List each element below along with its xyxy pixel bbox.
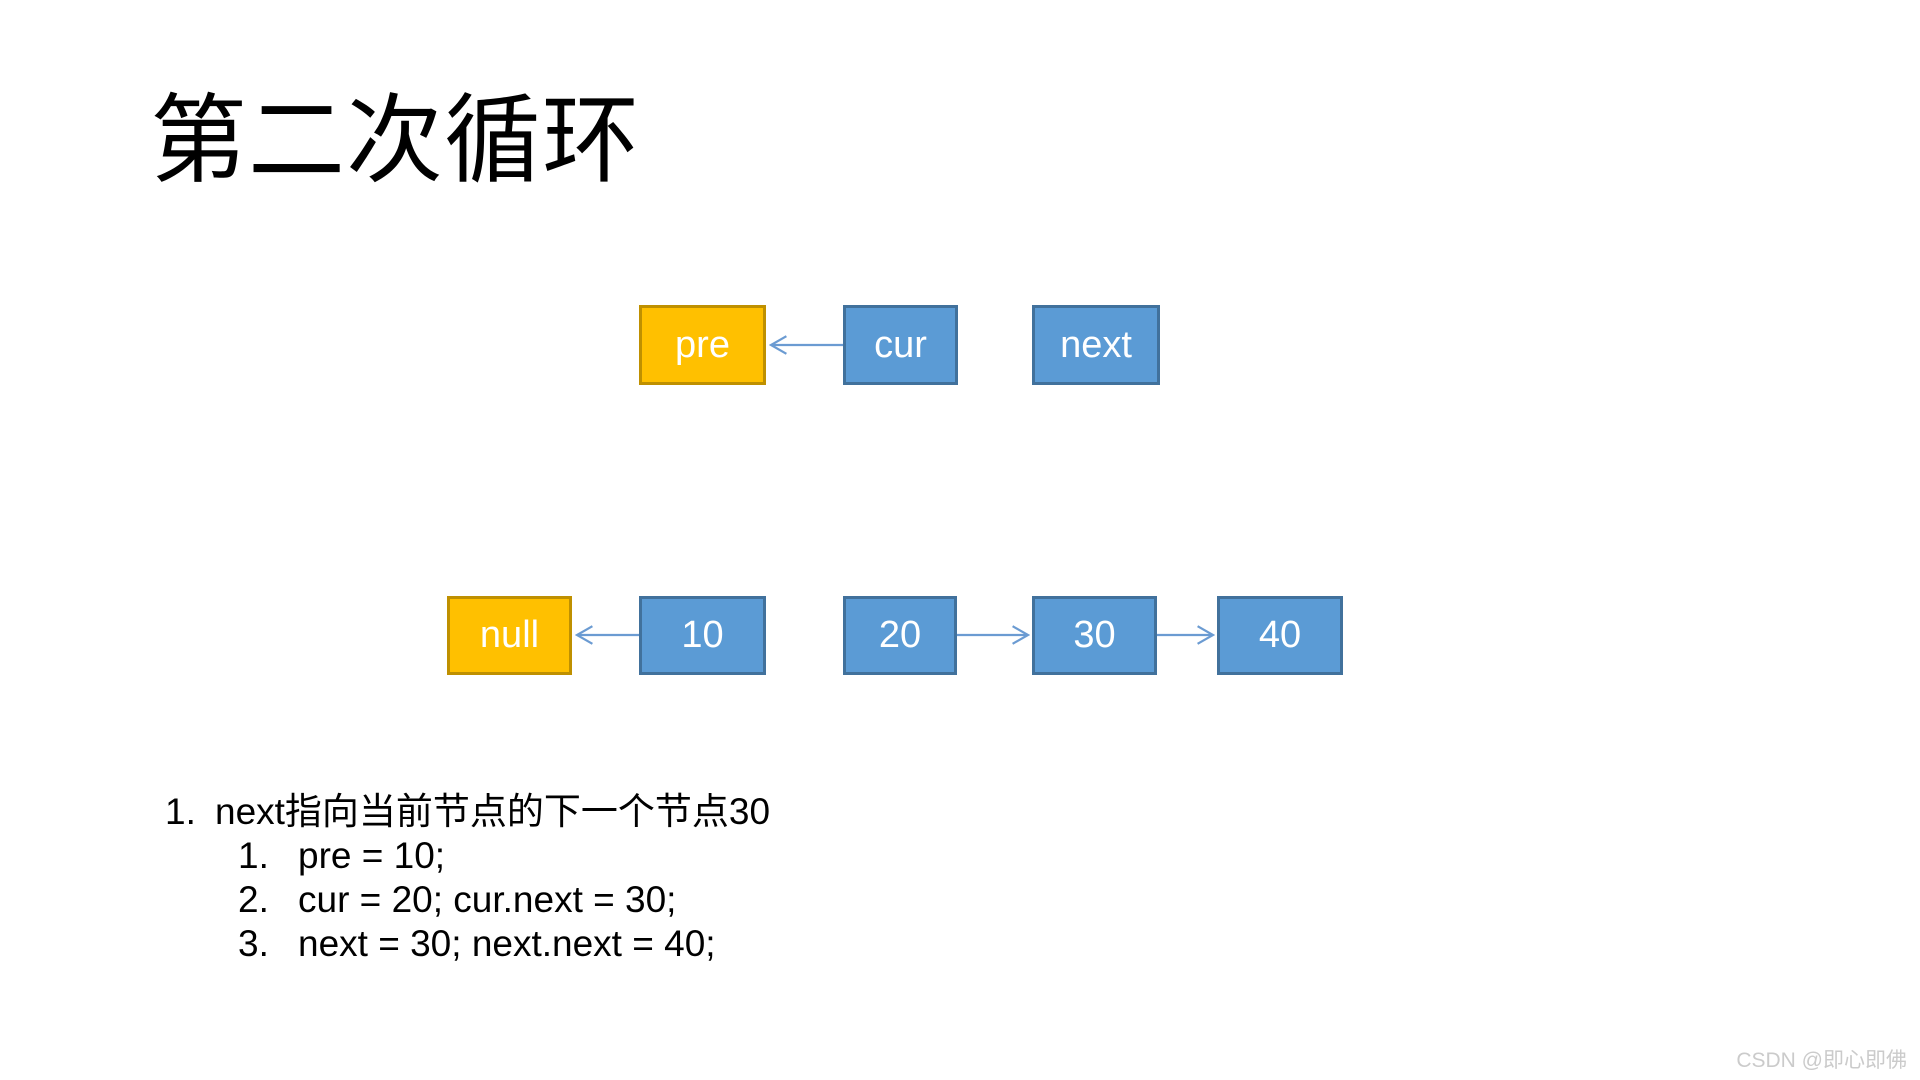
- node-box-40: 40: [1217, 596, 1343, 675]
- note-main: 1. next指向当前节点的下一个节点30: [165, 790, 770, 834]
- note-main-number: 1.: [165, 791, 196, 832]
- node-box-cur: cur: [843, 305, 958, 385]
- note-sub-3-text: next = 30; next.next = 40;: [298, 923, 716, 964]
- note-sub-2-text: cur = 20; cur.next = 30;: [298, 879, 677, 920]
- node-box-30: 30: [1032, 596, 1157, 675]
- note-sub-2: 2. cur = 20; cur.next = 30;: [238, 878, 770, 922]
- note-sub-3: 3. next = 30; next.next = 40;: [238, 922, 770, 966]
- node-box-pre: pre: [639, 305, 766, 385]
- watermark: CSDN @即心即佛: [1736, 1049, 1907, 1072]
- note-sub-2-number: 2.: [238, 879, 269, 920]
- node-box-10: 10: [639, 596, 766, 675]
- node-box-20: 20: [843, 596, 957, 675]
- page-title: 第二次循环: [150, 88, 640, 195]
- note-sub-1-text: pre = 10;: [298, 835, 446, 876]
- notes-list: 1. next指向当前节点的下一个节点30 1. pre = 10; 2. cu…: [165, 790, 770, 966]
- note-sub-1-number: 1.: [238, 835, 269, 876]
- note-sub-3-number: 3.: [238, 923, 269, 964]
- note-sub-1: 1. pre = 10;: [238, 834, 770, 878]
- note-main-text: next指向当前节点的下一个节点30: [215, 791, 771, 832]
- node-box-next: next: [1032, 305, 1160, 385]
- node-box-null: null: [447, 596, 572, 675]
